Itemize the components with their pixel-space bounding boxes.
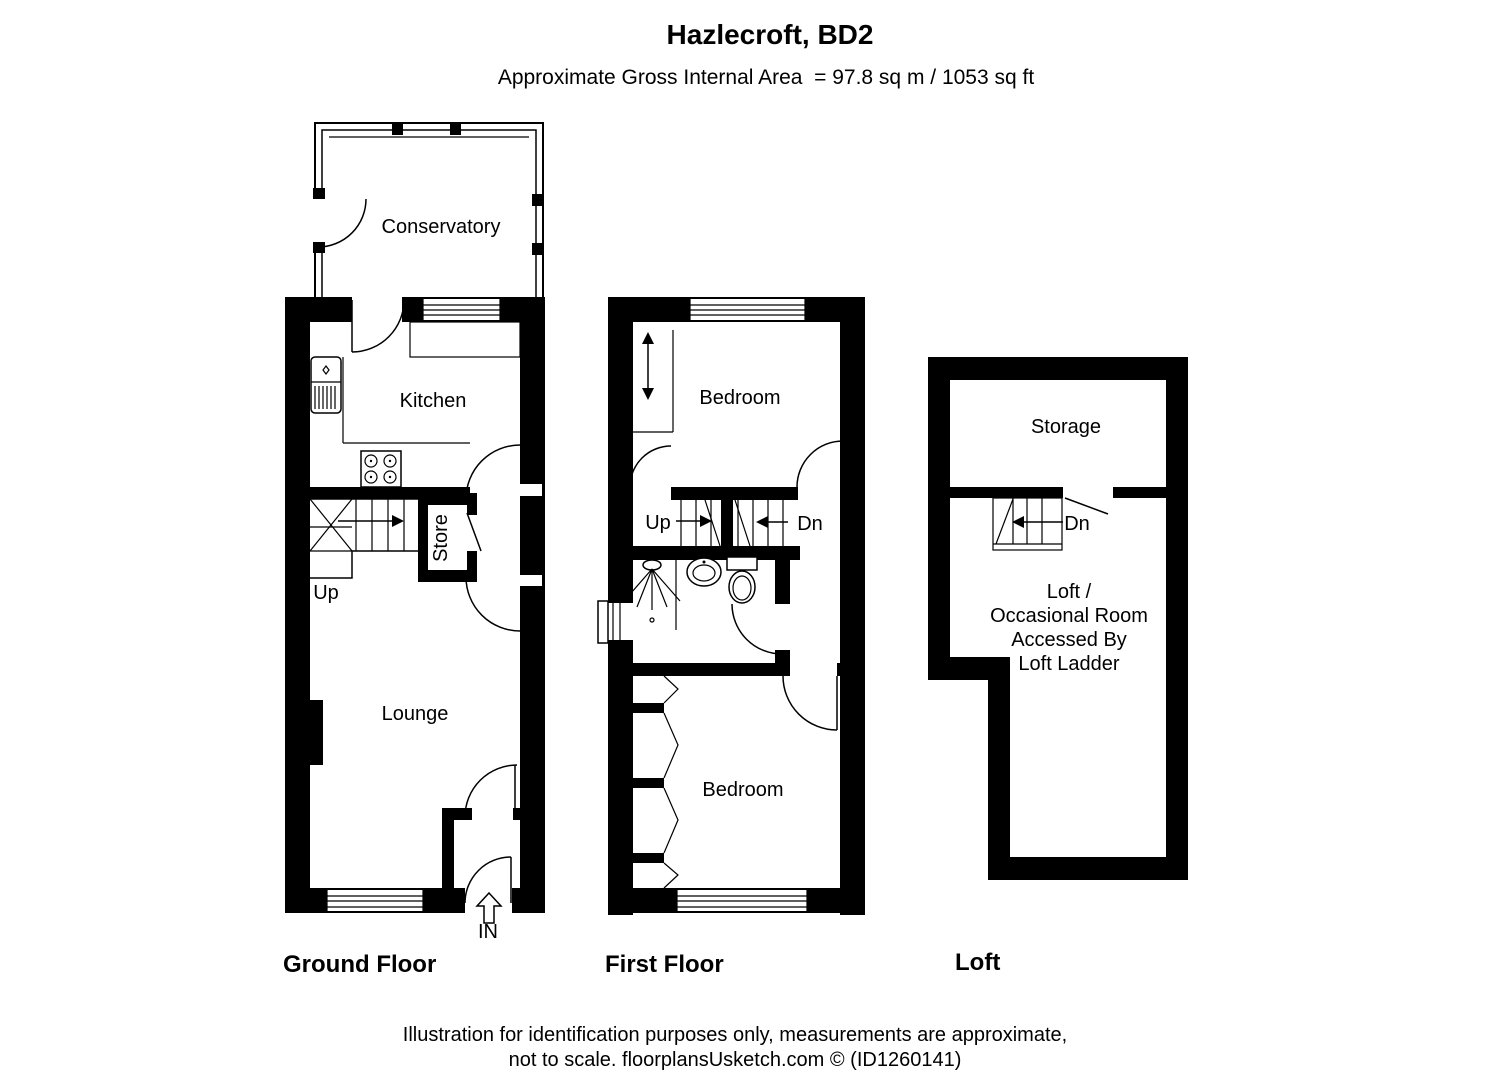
loft-room-label-line1: Loft / xyxy=(1047,581,1092,603)
entrance-in-arrow-icon xyxy=(475,891,503,924)
conservatory-label: Conservatory xyxy=(382,216,501,238)
entrance-in-label: IN xyxy=(478,921,498,943)
first-windows xyxy=(597,299,808,911)
cupboard-arrow-down-icon xyxy=(642,388,654,400)
ground-labels: Conservatory Kitchen Store Lounge Up IN … xyxy=(283,216,500,978)
store-door-leaf xyxy=(466,512,482,552)
first-outer-walls xyxy=(606,297,865,915)
bedroom-front-left-door-arc xyxy=(629,445,672,488)
ground-floor-label: Ground Floor xyxy=(283,951,436,978)
loft-labels: Storage Dn Loft / Occasional Room Access… xyxy=(955,416,1148,976)
bedroom-front-right-door-arc xyxy=(796,440,844,488)
loft-stairs xyxy=(992,497,1063,551)
store-label: Store xyxy=(430,514,452,562)
chimney-breast xyxy=(285,700,323,765)
footer: Illustration for identification purposes… xyxy=(403,1024,1067,1071)
ground-stairs-up-label: Up xyxy=(313,582,339,604)
hob-icon xyxy=(360,450,402,488)
loft-plan: Storage Dn Loft / Occasional Room Access… xyxy=(928,357,1188,976)
first-stairs xyxy=(676,499,788,547)
wardrobe-doors xyxy=(663,675,679,889)
first-up-arrow-head-icon xyxy=(700,515,712,527)
kitchen-hall-door-arc xyxy=(465,444,521,500)
loft-stairs-down-label: Dn xyxy=(1064,513,1090,535)
loft-doors xyxy=(1064,497,1109,515)
toilet-icon xyxy=(726,556,758,604)
basin-icon xyxy=(686,557,722,587)
page-title: Hazlecroft, BD2 xyxy=(667,19,874,50)
shower-icon xyxy=(623,559,681,630)
storage-label: Storage xyxy=(1031,416,1101,438)
front-door-arc xyxy=(464,856,512,904)
loft-outer-walls xyxy=(928,357,1188,880)
page-subtitle: Approximate Gross Internal Area = 97.8 s… xyxy=(498,66,1035,89)
kitchen-fixtures xyxy=(310,321,521,488)
kitchen-label: Kitchen xyxy=(400,390,467,412)
ground-stairs xyxy=(309,498,421,579)
cupboard xyxy=(633,330,674,433)
ground-up-arrow-head-icon xyxy=(392,515,404,527)
conservatory-door-arc xyxy=(317,198,367,248)
first-stairs-down-label: Dn xyxy=(797,513,823,535)
bedroom-back-window xyxy=(676,890,808,911)
footer-line2: not to scale. floorplansUsketch.com © (I… xyxy=(509,1049,962,1071)
lounge-label: Lounge xyxy=(382,703,449,725)
lounge-hall-door-arc xyxy=(465,576,521,632)
loft-room-label-line4: Loft Ladder xyxy=(1018,653,1120,675)
lounge-window xyxy=(326,890,424,911)
loft-room-label-line2: Occasional Room xyxy=(990,605,1148,627)
ground-floor-plan: Conservatory Kitchen Store Lounge Up IN … xyxy=(283,122,545,978)
footer-line1: Illustration for identification purposes… xyxy=(403,1024,1067,1046)
first-floor-label: First Floor xyxy=(605,951,724,978)
worktop xyxy=(409,321,521,358)
storage-door-leaf xyxy=(1064,497,1109,515)
loft-dn-arrow-head-icon xyxy=(1012,516,1024,528)
bathroom-door-arc xyxy=(731,603,783,655)
kitchen-conservatory-door-arc xyxy=(351,299,405,353)
ground-outer-walls xyxy=(285,297,545,913)
kitchen-window xyxy=(422,299,501,320)
bedroom-front-label: Bedroom xyxy=(699,387,780,409)
bedroom-back-door-arc xyxy=(782,675,838,731)
first-dn-arrow-head-icon xyxy=(756,516,768,528)
first-doors xyxy=(629,440,844,731)
entrance-arrow xyxy=(475,891,503,924)
first-interior-walls xyxy=(608,487,865,863)
bedroom-back-label: Bedroom xyxy=(702,779,783,801)
ground-doors xyxy=(351,299,521,904)
bedroom-front-window xyxy=(689,299,806,320)
first-labels: Bedroom Bedroom Up Dn First Floor xyxy=(605,387,823,978)
loft-room-label-line3: Accessed By xyxy=(1011,629,1127,651)
first-stairs-up-label: Up xyxy=(645,512,671,534)
loft-interior-walls xyxy=(950,487,1166,498)
bathroom-fixtures xyxy=(623,556,758,630)
first-floor-plan: Bedroom Bedroom Up Dn First Floor xyxy=(597,297,865,978)
bathroom-window xyxy=(597,600,621,644)
conservatory-walls xyxy=(312,122,544,300)
ground-windows xyxy=(326,299,501,911)
lounge-entrance-door-arc xyxy=(464,764,518,818)
header: Hazlecroft, BD2 Approximate Gross Intern… xyxy=(498,19,1035,89)
cupboard-arrow-up-icon xyxy=(642,332,654,344)
tap-icon xyxy=(322,365,330,375)
loft-label: Loft xyxy=(955,949,1000,976)
ground-interior-walls xyxy=(285,487,525,888)
